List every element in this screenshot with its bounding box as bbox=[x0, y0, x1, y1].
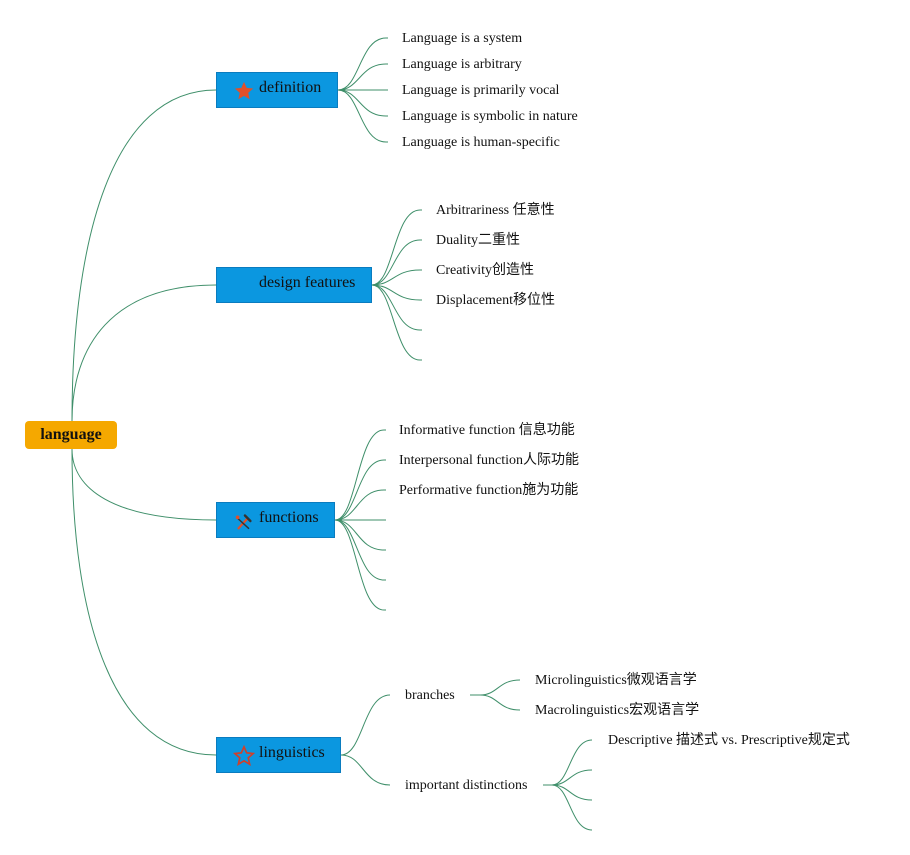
leaf-definition-4[interactable]: Language is symbolic in nature bbox=[402, 109, 578, 124]
tools-icon bbox=[235, 514, 252, 530]
topic-label: linguistics bbox=[259, 744, 325, 761]
link-root-definition bbox=[71, 89, 217, 422]
link-root-linguistics bbox=[71, 448, 217, 756]
root-node[interactable]: language bbox=[25, 421, 117, 449]
link-distinctions-leaf bbox=[551, 784, 593, 831]
root-label: language bbox=[40, 426, 102, 443]
link-design-leaf bbox=[371, 269, 421, 286]
link-linguistics-distinctions bbox=[340, 754, 391, 786]
leaf-design-4[interactable]: Displacement移位性 bbox=[436, 293, 555, 308]
link-design-leaf bbox=[371, 284, 421, 331]
topic-functions[interactable]: functions bbox=[216, 502, 335, 538]
topic-linguistics[interactable]: linguistics bbox=[216, 737, 341, 773]
link-definition-leaf bbox=[337, 89, 387, 143]
link-function-leaf bbox=[334, 519, 385, 611]
leaf-branches-1[interactable]: Microlinguistics微观语言学 bbox=[535, 673, 697, 688]
connector-lines bbox=[71, 37, 593, 831]
link-design-leaf bbox=[371, 209, 421, 286]
subtopic-branches[interactable]: branches bbox=[405, 688, 455, 703]
subtopic-important-distinctions[interactable]: important distinctions bbox=[405, 778, 528, 793]
link-definition-leaf bbox=[337, 37, 387, 91]
leaf-definition-2[interactable]: Language is arbitrary bbox=[402, 57, 522, 72]
link-root-functions bbox=[71, 448, 217, 521]
link-function-leaf bbox=[334, 459, 385, 521]
link-linguistics-branches bbox=[340, 694, 391, 756]
link-design-leaf bbox=[371, 284, 421, 361]
link-function-leaf bbox=[334, 429, 385, 521]
leaf-function-3[interactable]: Performative function施为功能 bbox=[399, 483, 579, 498]
link-distinctions-leaf bbox=[551, 739, 593, 786]
link-function-leaf bbox=[334, 519, 385, 581]
link-definition-leaf bbox=[337, 63, 387, 91]
leaf-definition-1[interactable]: Language is a system bbox=[402, 31, 523, 46]
topic-label: definition bbox=[259, 79, 322, 96]
link-function-leaf bbox=[334, 519, 385, 551]
link-branches-leaf bbox=[479, 679, 521, 696]
leaf-design-2[interactable]: Duality二重性 bbox=[436, 233, 520, 248]
leaf-definition-5[interactable]: Language is human-specific bbox=[402, 135, 560, 150]
leaf-branches-2[interactable]: Macrolinguistics宏观语言学 bbox=[535, 703, 700, 718]
topic-design-features[interactable]: design features bbox=[216, 267, 372, 303]
topic-definition[interactable]: definition bbox=[216, 72, 338, 108]
link-design-leaf bbox=[371, 239, 421, 286]
link-distinctions-leaf bbox=[551, 769, 593, 786]
leaf-definition-3[interactable]: Language is primarily vocal bbox=[402, 83, 560, 98]
leaf-function-2[interactable]: Interpersonal function人际功能 bbox=[399, 453, 580, 468]
topic-label: design features bbox=[259, 274, 356, 291]
link-root-design bbox=[71, 284, 217, 422]
link-function-leaf bbox=[334, 489, 385, 521]
leaf-design-1[interactable]: Arbitrariness 任意性 bbox=[436, 203, 555, 218]
topic-label: functions bbox=[259, 509, 319, 526]
leaf-design-3[interactable]: Creativity创造性 bbox=[436, 263, 534, 278]
leaf-distinctions-1[interactable]: Descriptive 描述式 vs. Prescriptive规定式 bbox=[608, 733, 850, 748]
leaf-function-1[interactable]: Informative function 信息功能 bbox=[399, 423, 575, 438]
link-definition-leaf bbox=[337, 89, 387, 117]
filled-star-icon bbox=[234, 81, 254, 100]
outline-star-icon bbox=[233, 745, 255, 766]
link-branches-leaf bbox=[479, 694, 521, 711]
